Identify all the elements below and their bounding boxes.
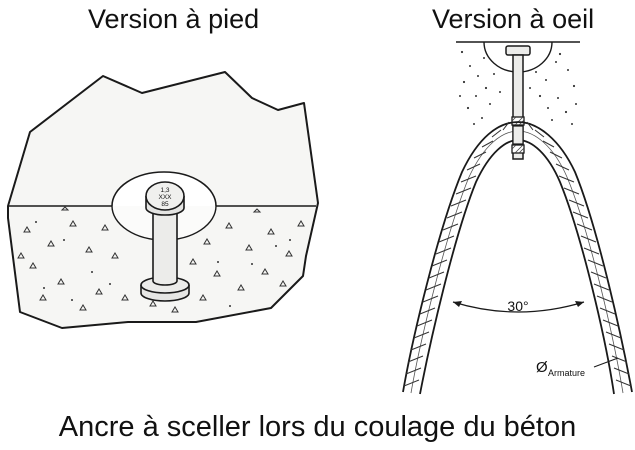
angle-arc: [452, 301, 585, 313]
title-foot-version: Version à pied: [88, 4, 260, 34]
title-eye-version: Version à oeil: [432, 4, 595, 34]
rebar-outer-edge: [402, 121, 633, 393]
anchor-marking-line-3: 85: [161, 201, 169, 208]
ceiling-aggregate: [459, 50, 577, 125]
anchor-shaft: [152, 210, 178, 286]
diameter-subscript: Armature: [548, 368, 585, 378]
rebar-ribs: [403, 121, 632, 387]
figure-caption: Ancre à sceller lors du coulage du béton: [58, 411, 577, 443]
angle-arrow-right: [575, 301, 584, 307]
eye-anchor-head: [505, 45, 531, 56]
angle-arrow-left: [453, 301, 462, 307]
rebar-inner-edge: [419, 139, 615, 395]
anchor-marking-line-2: XXX: [158, 194, 172, 201]
eye-anchor-shaft: [512, 54, 524, 160]
anchor-marking-line-1: 1,3: [160, 187, 169, 194]
concrete-aggregate: [17, 206, 305, 313]
diameter-leader: [593, 357, 619, 368]
diameter-symbol: Ø: [536, 359, 548, 376]
foot-anchor-illustration: 1,3 XXX 85: [7, 41, 633, 395]
angle-label: 30°: [507, 298, 528, 314]
